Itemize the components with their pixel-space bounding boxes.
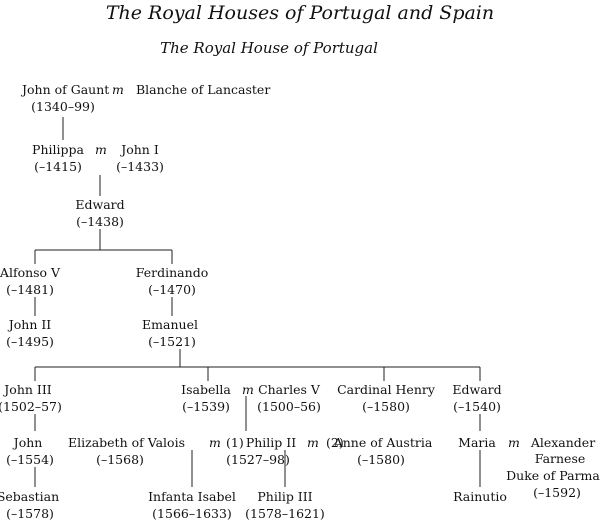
marriage-number-first: (1)	[226, 435, 244, 450]
person-dates-philip-iii: (1578–1621)	[245, 506, 325, 521]
person-dates-anne-of-austria: (–1580)	[357, 452, 405, 467]
person-name-alfonso-v: Alfonso V	[0, 265, 61, 280]
person-name-cardinal-henry: Cardinal Henry	[337, 382, 435, 397]
marriage-symbol: m	[508, 435, 520, 450]
person-name-john-i: John I	[121, 142, 159, 157]
person-dates-philippa: (–1415)	[34, 159, 82, 174]
person-name-anne-of-austria: Anne of Austria	[333, 435, 433, 450]
person-name-elizabeth-of-valois: Elizabeth of Valois	[68, 435, 185, 450]
person-dates-emanuel: (–1521)	[148, 334, 196, 349]
person-name-maria: Maria	[458, 435, 496, 450]
person-dates-philip-ii: (1527–98)	[226, 452, 290, 467]
person-name-philippa: Philippa	[32, 142, 84, 157]
person-name-farnese: Farnese	[534, 451, 586, 466]
person-name-philip-ii: Philip II	[245, 435, 297, 450]
person-name-edward-2: Edward	[452, 382, 502, 397]
person-dates-john-of-gaunt: (1340–99)	[31, 99, 95, 114]
person-name-infanta-isabel: Infanta Isabel	[148, 489, 236, 504]
person-dates-isabella: (–1539)	[182, 399, 230, 414]
marriage-symbol: m	[242, 382, 254, 397]
person-dates-alfonso-v: (–1481)	[6, 282, 54, 297]
marriage-symbol: m	[307, 435, 319, 450]
marriage-symbol: m	[112, 82, 124, 97]
person-name-sebastian: Sebastian	[0, 489, 60, 504]
person-name-john-iii: John III	[4, 382, 52, 397]
person-name-blanche: Blanche of Lancaster	[136, 82, 271, 97]
person-name-alexander: Alexander	[530, 435, 596, 450]
person-dates-john-ii: (–1495)	[6, 334, 54, 349]
person-dates-ferdinando: (–1470)	[148, 282, 196, 297]
person-dates-john-i: (–1433)	[116, 159, 164, 174]
person-name-ferdinando: Ferdinando	[135, 265, 209, 280]
person-dates-john: (–1554)	[6, 452, 54, 467]
marriage-number-second: (2)	[326, 435, 344, 450]
person-name-rainutio: Rainutio	[453, 489, 507, 504]
person-dates-charles-v: (1500–56)	[257, 399, 321, 414]
person-name-edward: Edward	[75, 197, 125, 212]
person-dates-sebastian: (–1578)	[6, 506, 54, 521]
person-name-philip-iii: Philip III	[257, 489, 313, 504]
person-name-emanuel: Emanuel	[142, 317, 198, 332]
person-dates-elizabeth-of-valois: (–1568)	[96, 452, 144, 467]
person-name-john: John	[13, 435, 43, 450]
person-title-duke-of-parma: Duke of Parma	[506, 468, 600, 483]
person-dates-john-iii: (1502–57)	[0, 399, 62, 414]
person-name-charles-v: Charles V	[258, 382, 320, 397]
person-name-john-ii: John II	[8, 317, 52, 332]
marriage-symbol: m	[95, 142, 107, 157]
person-dates-infanta-isabel: (1566–1633)	[152, 506, 232, 521]
page-title: The Royal Houses of Portugal and Spain	[105, 2, 495, 24]
person-name-isabella: Isabella	[181, 382, 231, 397]
person-name-john-of-gaunt: John of Gaunt	[22, 82, 110, 97]
person-dates-cardinal-henry: (–1580)	[362, 399, 410, 414]
person-dates-edward: (–1438)	[76, 214, 124, 229]
marriage-symbol: m	[209, 435, 221, 450]
page-subtitle: The Royal House of Portugal	[160, 39, 378, 57]
person-dates-edward-2: (–1540)	[453, 399, 501, 414]
person-dates-alexander-farnese: (–1592)	[533, 485, 581, 500]
